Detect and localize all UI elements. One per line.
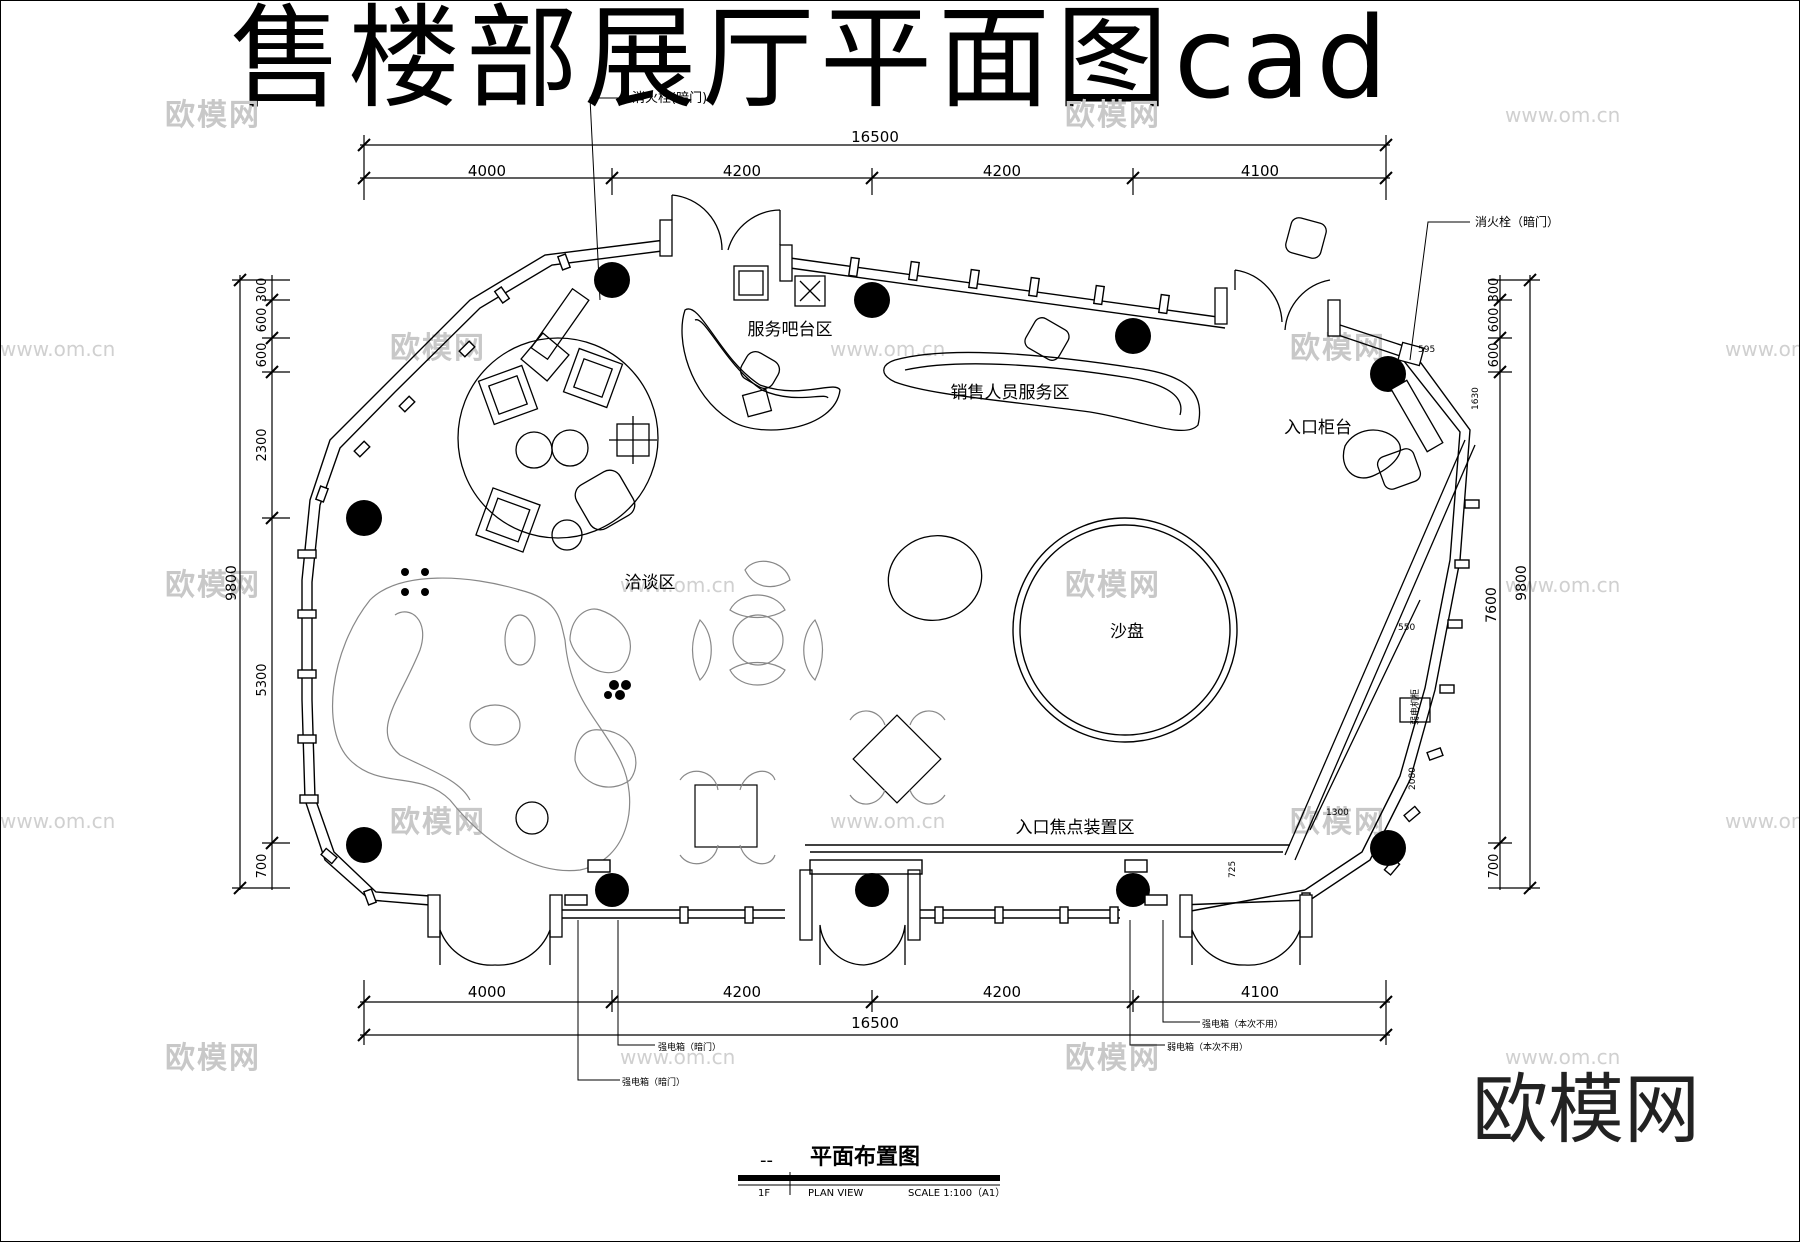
right-dimension-lines: [1488, 273, 1540, 895]
watermark-text: 欧模网: [1290, 331, 1386, 366]
watermark-url: www.om.cn: [1505, 1045, 1620, 1069]
dim-small: 1630: [1471, 387, 1481, 410]
dim-left-seg: 700: [255, 854, 270, 879]
annotation-box: 强电箱（暗门）: [658, 1041, 721, 1053]
dim-small: 550: [1398, 623, 1415, 633]
side-table: [515, 801, 549, 835]
annotation-box: 弱电箱（本次不用）: [1167, 1041, 1248, 1053]
dim-top-seg: 4200: [723, 162, 761, 180]
watermark-text: 欧模网: [1065, 1041, 1161, 1076]
watermark-text: 欧模网: [1065, 98, 1161, 133]
dim-left-seg: 600: [255, 343, 270, 368]
dim-small: 2080: [1408, 767, 1418, 790]
brand-logo-text: 欧模网: [1472, 1065, 1700, 1154]
dim-bottom-total: 16500: [851, 1014, 899, 1032]
watermark-url: www.om.cn: [1725, 337, 1800, 361]
left-dimension-lines: [232, 273, 290, 895]
title-block-dash: --: [760, 1150, 773, 1171]
watermark-url: www.om.cn: [1725, 809, 1800, 833]
dim-bottom-seg: 4200: [723, 983, 761, 1001]
watermark-text: 欧模网: [165, 1041, 261, 1076]
title-block-view: PLAN VIEW: [808, 1188, 863, 1199]
watermark-text: 欧模网: [165, 568, 261, 603]
dim-bottom-seg: 4000: [468, 983, 506, 1001]
dim-small: 725: [1228, 861, 1238, 878]
top-dimension-lines: [357, 135, 1393, 200]
dim-left-total: 9800: [224, 565, 240, 601]
dim-right-seg: 600: [1487, 343, 1502, 368]
dim-left-seg: 600: [255, 308, 270, 333]
sales-counter: [883, 317, 1201, 432]
page-title: 售楼部展厅平面图cad: [230, 0, 1394, 124]
lounge-sofa: [332, 577, 637, 872]
annotation-box: 强电箱（暗门）: [622, 1076, 685, 1088]
dim-top-seg: 4200: [983, 162, 1021, 180]
bottom-dimension-lines: [357, 980, 1393, 1045]
title-block: -- 平面布置图 1F PLAN VIEW SCALE 1:100（A1）: [738, 1144, 1005, 1199]
watermark-url: www.om.cn: [830, 337, 945, 361]
dim-top-seg: 4000: [468, 162, 506, 180]
service-bar: [681, 265, 841, 431]
dim-bottom-seg: 4200: [983, 983, 1021, 1001]
dim-top-seg: 4100: [1241, 162, 1279, 180]
zone-label-negotiation: 洽谈区: [625, 573, 676, 593]
watermark-text: 欧模网: [1065, 568, 1161, 603]
columns: [346, 262, 1406, 907]
dim-right-seg: 600: [1487, 308, 1502, 333]
watermark-text: 欧模网: [165, 98, 261, 133]
dim-top-total: 16500: [851, 128, 899, 146]
annotation-leaders: [577, 97, 1470, 1081]
annotation-hydrant-left: 消火栓(暗门): [632, 91, 707, 106]
watermark-url: www.om.cn: [830, 809, 945, 833]
watermark-url: www.om.cn: [1505, 103, 1620, 127]
dim-small: 595: [1418, 345, 1435, 355]
sand-table: [1012, 517, 1238, 743]
dim-bottom-seg: 4100: [1241, 983, 1279, 1001]
watermark-url: www.om.cn: [0, 337, 115, 361]
title-block-title: 平面布置图: [810, 1144, 920, 1170]
right-glass-wall: [1284, 439, 1476, 861]
doors: [427, 194, 1341, 966]
watermark-url: www.om.cn: [620, 573, 735, 597]
wall-mullions: [297, 253, 1480, 924]
zone-label-sales: 销售人员服务区: [951, 383, 1070, 403]
watermarks: 欧模网 欧模网 www.om.cn 欧模网 欧模网 www.om.cn www.…: [0, 98, 1800, 1076]
dim-right-inner: 7600: [1484, 587, 1500, 623]
watermark-url: www.om.cn: [1505, 573, 1620, 597]
lounge-seating: [457, 332, 659, 553]
zone-label-focal: 入口焦点装置区: [1016, 818, 1135, 838]
entry-focal-installation: [564, 844, 1290, 906]
watermark-text: 欧模网: [390, 805, 486, 840]
watermark-url: www.om.cn: [0, 809, 115, 833]
annotation-hydrant-right: 消火栓（暗门）: [1475, 214, 1559, 229]
dim-right-seg: 300: [1487, 278, 1502, 303]
dim-left-seg: 2300: [255, 428, 270, 461]
dim-right-seg: 700: [1487, 854, 1502, 879]
zone-label-sandtable: 沙盘: [1110, 622, 1144, 642]
dim-right-total: 9800: [1514, 565, 1530, 601]
zone-label-bar: 服务吧台区: [748, 320, 833, 340]
dim-left-seg: 300: [255, 278, 270, 303]
title-block-floor: 1F: [758, 1188, 770, 1199]
decor-small: [401, 568, 631, 700]
dim-left-seg: 5300: [255, 663, 270, 696]
watermark-url: www.om.cn: [620, 1045, 735, 1069]
entry-counter: [1285, 217, 1422, 490]
zone-label-cabinet: 弱电机柜: [1409, 689, 1421, 725]
title-block-scale: SCALE 1:100（A1）: [908, 1187, 1005, 1199]
dim-small: 1300: [1326, 808, 1349, 818]
zone-label-reception: 入口柜台: [1284, 418, 1352, 438]
negotiation-furniture: [679, 560, 946, 865]
annotation-box: 强电箱（本次不用）: [1202, 1018, 1283, 1030]
oval-table: [887, 534, 983, 622]
